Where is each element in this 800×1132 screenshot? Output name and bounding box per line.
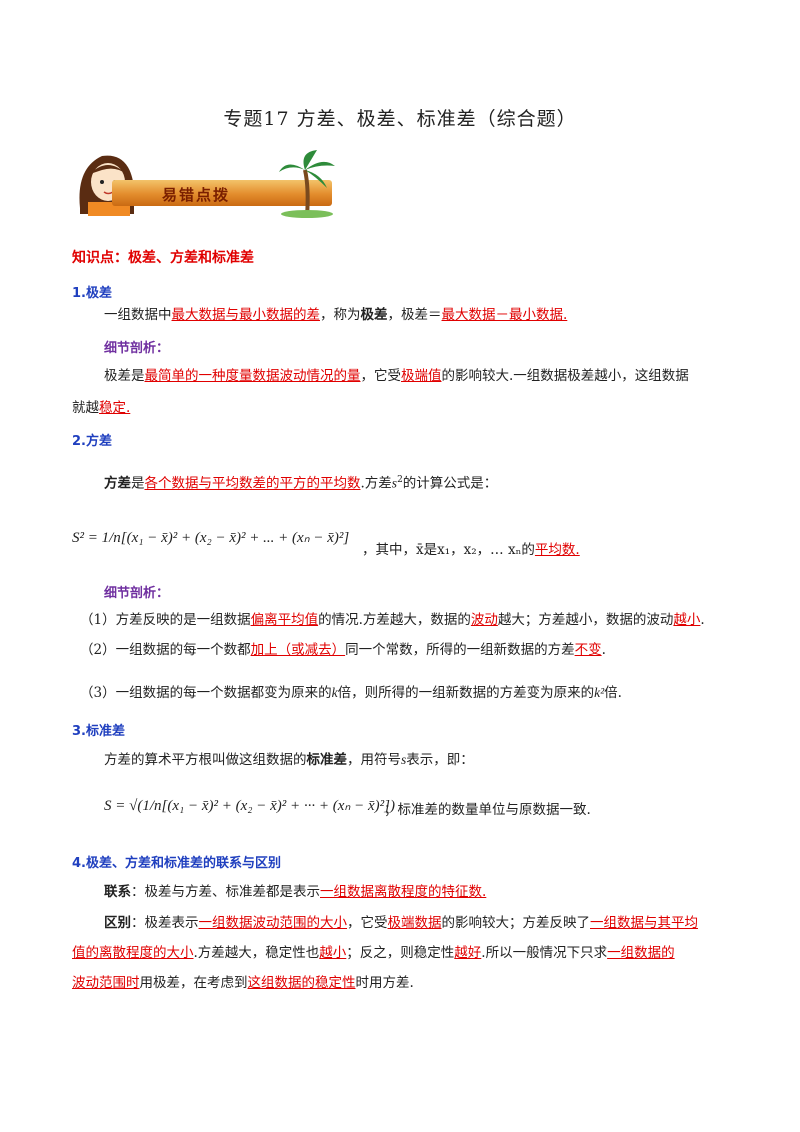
- variance-formula: S² = 1/n[(x₁ − x̄)² + (x₂ − x̄)² + ... +…: [72, 530, 350, 546]
- std-formula: S = √(1/n[(x₁ − x̄)² + (x₂ − x̄)² + ··· …: [104, 798, 395, 814]
- section-4-heading: 4.极差、方差和标准差的联系与区别: [72, 856, 281, 871]
- section-1-heading: 1.极差: [72, 286, 112, 301]
- std-definition: 方差的算术平方根叫做这组数据的标准差，用符号s表示，即：: [104, 752, 474, 768]
- section-banner: 易错点拨: [72, 148, 337, 218]
- palm-tree-icon: [279, 150, 335, 218]
- range-detail-line-2: 就越稳定.: [72, 400, 131, 416]
- knowledge-heading: 知识点：极差、方差和标准差: [72, 250, 254, 266]
- difference-line-3: 波动范围时用极差，在考虑到这组数据的稳定性时用方差.: [72, 975, 414, 991]
- banner-bar: [112, 180, 332, 206]
- variance-detail-3: （3）一组数据的每一个数据都变为原来的k倍，则所得的一组新数据的方差变为原来的k…: [80, 685, 622, 701]
- variance-detail-1: （1）方差反映的是一组数据偏离平均值的情况.方差越大，数据的波动越大；方差越小，…: [80, 612, 705, 628]
- section-3-heading: 3.标准差: [72, 724, 125, 739]
- range-detail-line-1: 极差是最简单的一种度量数据波动情况的量，它受极端值的影响较大.一组数据极差越小，…: [104, 368, 689, 384]
- banner-label: 易错点拨: [162, 186, 231, 204]
- variance-definition: 方差是各个数据与平均数差的平方的平均数.方差s2的计算公式是：: [104, 475, 498, 492]
- std-formula-note: ；标准差的数量单位与原数据一致.: [384, 802, 591, 818]
- detail-heading-1: 细节剖析：: [104, 341, 170, 356]
- detail-heading-2: 细节剖析：: [104, 586, 170, 601]
- relation-line: 联系：极差与方差、标准差都是表示一组数据离散程度的特征数.: [104, 884, 487, 900]
- difference-line-1: 区别：极差表示一组数据波动范围的大小，它受极端数据的影响较大；方差反映了一组数据…: [104, 915, 698, 931]
- difference-line-2: 值的离散程度的大小.方差越大，稳定性也越小；反之，则稳定性越好.所以一般情况下只…: [72, 945, 675, 961]
- variance-formula-note: ，其中，x̄是x₁，x₂，… xₙ的平均数.: [362, 542, 580, 558]
- page-title: 专题17 方差、极差、标准差（综合题）: [223, 108, 577, 130]
- range-definition: 一组数据中最大数据与最小数据的差，称为极差，极差＝最大数据－最小数据.: [104, 307, 568, 323]
- variance-detail-2: （2）一组数据的每一个数都加上（或减去）同一个常数，所得的一组新数据的方差不变.: [80, 642, 606, 658]
- section-2-heading: 2.方差: [72, 434, 112, 449]
